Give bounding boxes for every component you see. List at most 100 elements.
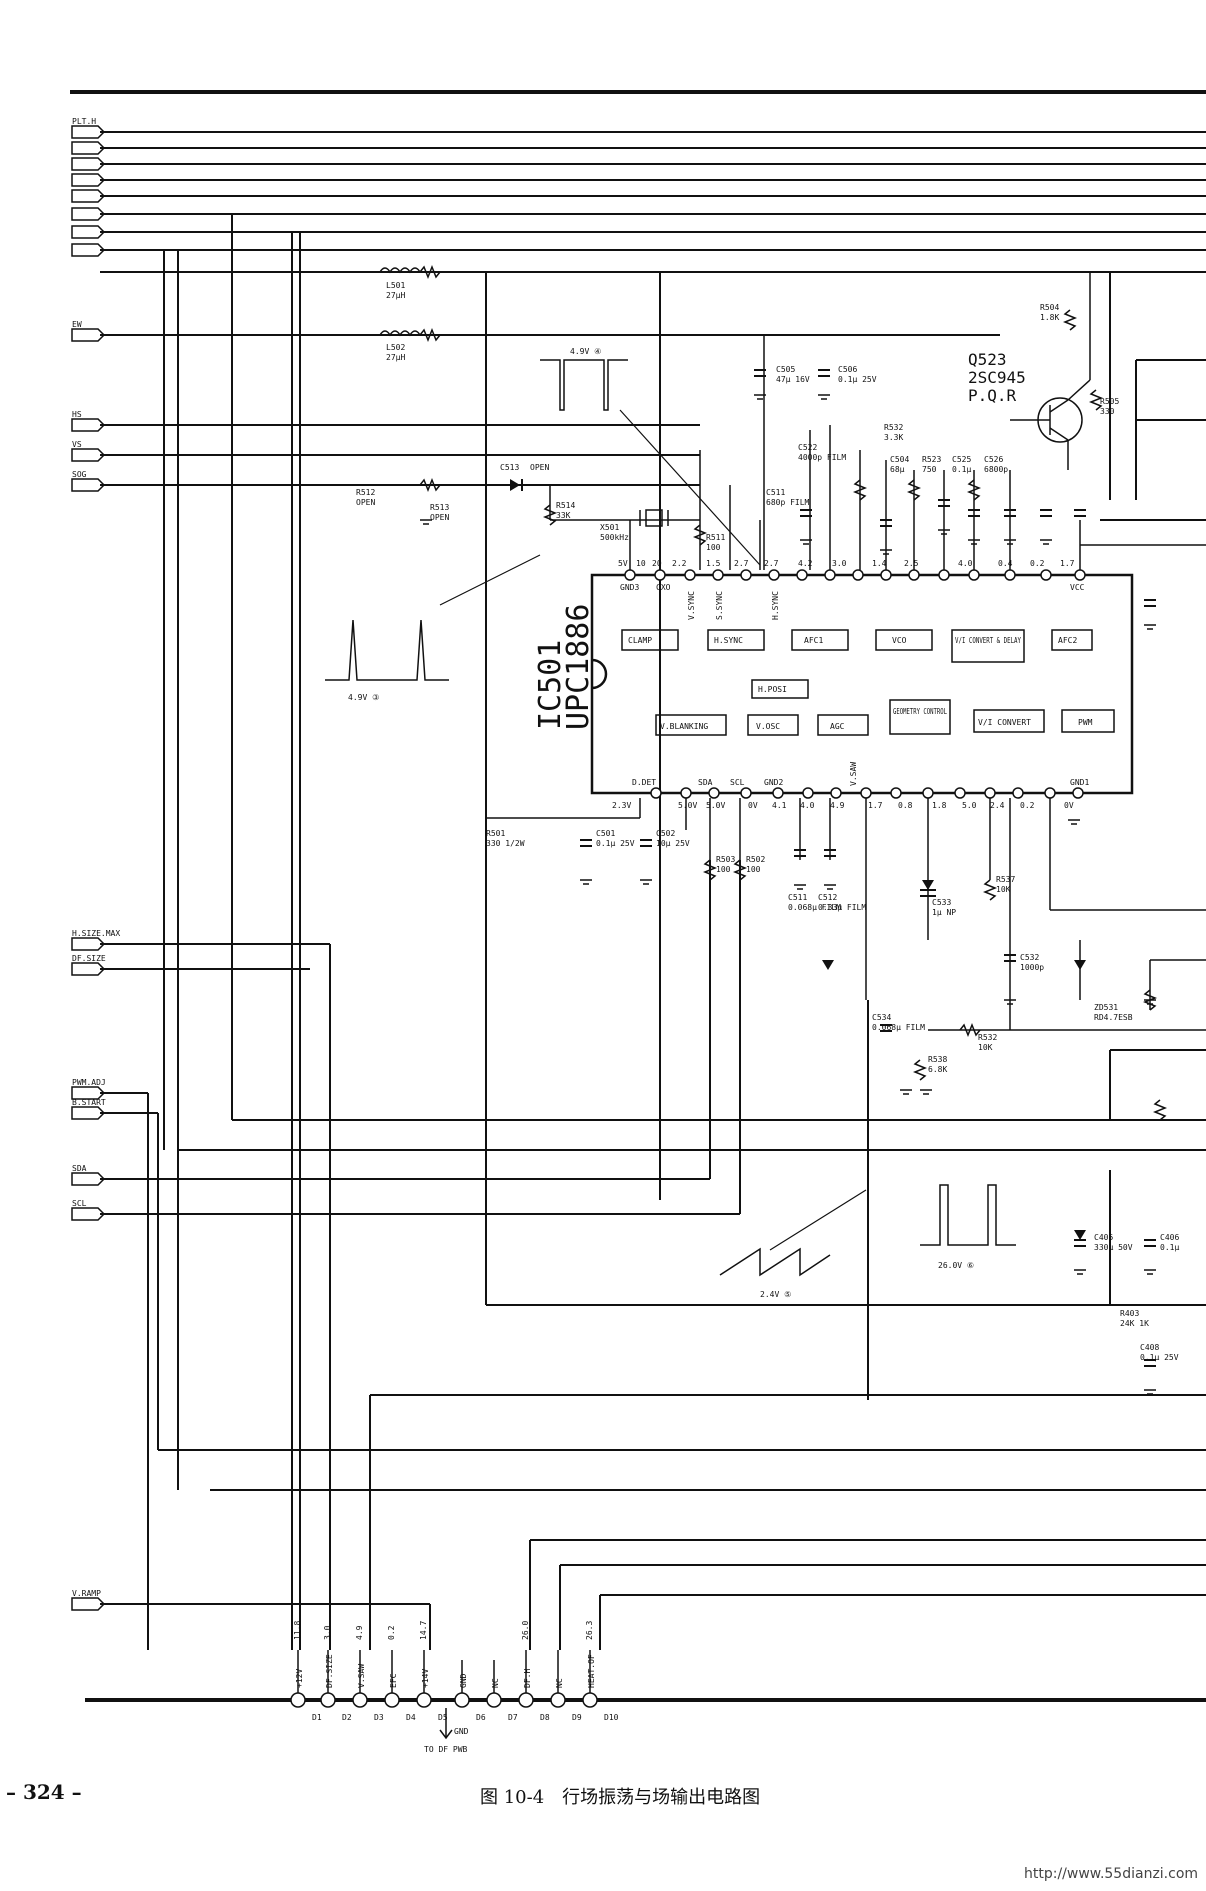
connector-pin-numbers: D1 D2 D3 D4 D5 D6 D7 D8 D9 D10 — [312, 1713, 619, 1722]
svg-text:C505: C505 — [776, 365, 795, 374]
svg-text:HEAT.OF: HEAT.OF — [587, 1654, 596, 1688]
bot-v-2: 5.0V — [706, 801, 725, 810]
pin-name-gnd3: GND3 — [620, 583, 639, 592]
watermark: http://www.55dianzi.com — [1024, 1866, 1199, 1882]
sig-dfsize: DF.SIZE — [72, 954, 106, 963]
svg-text:R504: R504 — [1040, 303, 1059, 312]
svg-text:330: 330 — [1100, 407, 1115, 416]
block-vblanking: V.BLANKING — [660, 722, 708, 731]
svg-text:C511: C511 — [766, 488, 785, 497]
sig-vramp: V.RAMP — [72, 1589, 101, 1598]
svg-text:C406: C406 — [1160, 1233, 1179, 1242]
block-clamp: CLAMP — [628, 636, 652, 645]
svg-text:D8: D8 — [540, 1713, 550, 1722]
top-v-4: 1.5 — [706, 559, 721, 568]
svg-text:DF.H: DF.H — [523, 1669, 532, 1688]
svg-text:L502: L502 — [386, 343, 405, 352]
sig-scl: SCL — [72, 1199, 87, 1208]
svg-text:0.1μ: 0.1μ — [1160, 1243, 1179, 1252]
svg-text:C506: C506 — [838, 365, 857, 374]
svg-text:27μH: 27μH — [386, 353, 405, 362]
svg-text:C526: C526 — [984, 455, 1003, 464]
waveform-flyback — [920, 1184, 1016, 1246]
top-v-10: 2.5 — [904, 559, 919, 568]
pin-name-ddet: D.DET — [632, 778, 656, 787]
svg-text:6.8K: 6.8K — [928, 1065, 947, 1074]
pointer-arrows — [439, 409, 867, 1251]
svg-text:+12V: +12V — [295, 1669, 304, 1688]
ic-blocks — [621, 629, 1115, 736]
right-edge — [1100, 272, 1206, 521]
svg-text:26.0: 26.0 — [521, 1621, 530, 1640]
svg-text:0.33μ FILM: 0.33μ FILM — [818, 903, 866, 912]
connector-pin-labels: +12V DF.SIZE V.SAW EFC +14V GND NC DF.H … — [295, 1654, 596, 1688]
block-geometry: GEOMETRY CONTROL — [893, 707, 947, 716]
svg-text:R532: R532 — [978, 1033, 997, 1042]
svg-text:4000p FILM: 4000p FILM — [798, 453, 846, 462]
top-v-12: 0.4 — [998, 559, 1013, 568]
bot-v-11: 2.4 — [990, 801, 1005, 810]
waveform-sawtooth — [719, 1247, 831, 1277]
svg-text:C525: C525 — [952, 455, 971, 464]
svg-text:OPEN: OPEN — [356, 498, 375, 507]
sig-hs: HS — [72, 410, 82, 419]
block-hposi: H.POSI — [758, 685, 787, 694]
resistors — [419, 264, 1168, 1121]
svg-text:NC: NC — [555, 1678, 564, 1688]
svg-text:C533: C533 — [932, 898, 951, 907]
svg-text:R503: R503 — [716, 855, 735, 864]
ic-pins-bottom — [650, 787, 1084, 799]
svg-text:D2: D2 — [342, 1713, 352, 1722]
pin-name-gnd2: GND2 — [764, 778, 783, 787]
svg-text:R537: R537 — [996, 875, 1015, 884]
svg-text:R501: R501 — [486, 829, 505, 838]
svg-text:C513: C513 — [500, 463, 519, 472]
bot-v-13: 0V — [1064, 801, 1074, 810]
svg-text:68μ: 68μ — [890, 465, 905, 474]
svg-text:D6: D6 — [476, 1713, 486, 1722]
svg-text:27μH: 27μH — [386, 291, 405, 300]
top-v-6: 2.7 — [764, 559, 779, 568]
pin-name-gnd1: GND1 — [1070, 778, 1089, 787]
svg-text:D10: D10 — [604, 1713, 619, 1722]
svg-text:C512: C512 — [818, 893, 837, 902]
svg-text:4.9: 4.9 — [355, 1625, 364, 1640]
vertical-rails — [163, 214, 869, 1650]
bot-v-3: 0V — [748, 801, 758, 810]
connector-note: TO DF PWB — [424, 1745, 468, 1754]
svg-text:OPEN: OPEN — [530, 463, 549, 472]
svg-text:100: 100 — [706, 543, 721, 552]
svg-text:10K: 10K — [996, 885, 1011, 894]
svg-text:D9: D9 — [572, 1713, 582, 1722]
ground-symbols — [420, 394, 1156, 1395]
bot-v-8: 0.8 — [898, 801, 913, 810]
svg-text:+14V: +14V — [421, 1669, 430, 1688]
top-v-3: 2.2 — [672, 559, 687, 568]
svg-text:3.0: 3.0 — [323, 1625, 332, 1640]
svg-text:C522: C522 — [798, 443, 817, 452]
svg-text:100: 100 — [746, 865, 761, 874]
svg-text:10μ 25V: 10μ 25V — [656, 839, 690, 848]
pin-name-vsaw: V.SAW — [849, 762, 858, 786]
svg-text:0.1μ: 0.1μ — [952, 465, 971, 474]
ic-ref: IC501 — [533, 640, 568, 730]
svg-text:24K 1K: 24K 1K — [1120, 1319, 1149, 1328]
svg-text:GND: GND — [459, 1673, 468, 1688]
sig-hsize: H.SIZE.MAX — [72, 929, 120, 938]
connector-voltages: 11.8 3.0 4.9 0.2 14.7 26.0 26.3 — [293, 1621, 594, 1640]
block-vosc: V.OSC — [756, 722, 780, 731]
svg-text:D5: D5 — [438, 1713, 448, 1722]
bot-v-1: 5.0V — [678, 801, 697, 810]
bot-v-12: 0.2 — [1020, 801, 1035, 810]
svg-text:10K: 10K — [978, 1043, 993, 1052]
svg-text:26.3: 26.3 — [585, 1621, 594, 1640]
pin-name-scl: SCL — [730, 778, 745, 787]
svg-text:OPEN: OPEN — [430, 513, 449, 522]
ic-part: UPC1886 — [561, 604, 596, 730]
svg-text:D3: D3 — [374, 1713, 384, 1722]
block-pwm: PWM — [1078, 718, 1093, 727]
svg-text:V.SAW: V.SAW — [357, 1664, 366, 1688]
sig-sog: SOG — [72, 470, 87, 479]
block-afc2: AFC2 — [1058, 636, 1077, 645]
